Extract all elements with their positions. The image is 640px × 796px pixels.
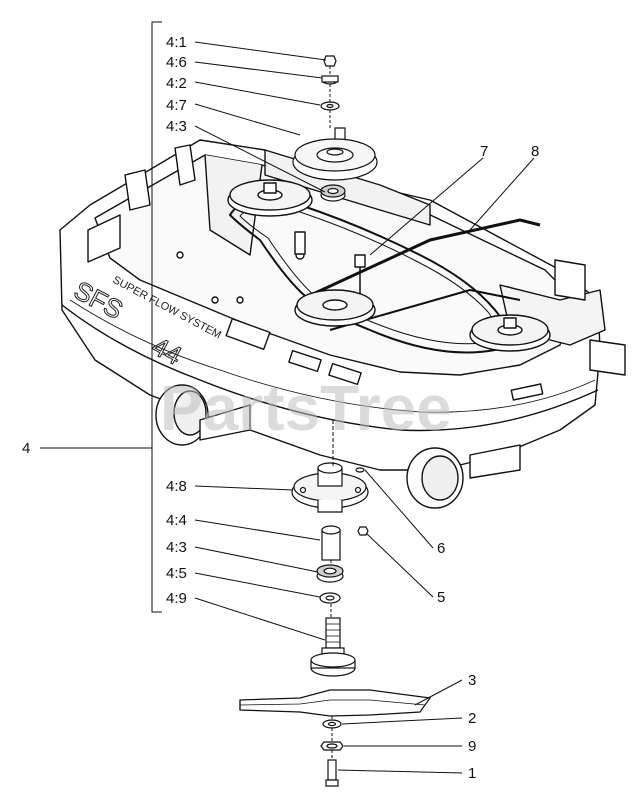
bottom-spindle-parts: [239, 462, 432, 787]
leader-lines: [40, 21, 535, 774]
callout-4-3-bottom: 4:3: [166, 539, 187, 556]
pulley-part: [292, 127, 378, 181]
locknut-part: [320, 741, 344, 751]
bearing-part: [320, 184, 346, 202]
callout-5: 5: [437, 589, 445, 606]
watermark: PartsTree: [160, 372, 452, 444]
callout-4-9: 4:9: [166, 590, 187, 607]
callout-3: 3: [468, 672, 476, 689]
callout-4-7: 4:7: [166, 97, 187, 114]
left-caster-wheel: [155, 384, 251, 446]
callout-4: 4: [22, 440, 30, 457]
callout-7: 7: [480, 143, 488, 160]
callout-1: 1: [468, 765, 476, 782]
callout-4-4: 4:4: [166, 512, 187, 529]
mower-deck: [59, 139, 626, 509]
callout-4-8: 4:8: [166, 478, 187, 495]
callout-4-1: 4:1: [166, 34, 187, 51]
spindle-shaft-part: [310, 617, 356, 677]
bearing-part: [316, 564, 344, 583]
spacer-part: [321, 525, 341, 561]
callout-2: 2: [468, 710, 476, 727]
callout-9: 9: [468, 738, 476, 755]
nut-part: [357, 526, 369, 536]
callout-8: 8: [531, 143, 539, 160]
callout-4-2: 4:2: [166, 75, 187, 92]
callout-labels: 4:1 4:6 4:2 4:7 4:3 7 8 4 4:8 4:4 4:3 4:…: [22, 34, 539, 782]
callout-4-6: 4:6: [166, 54, 187, 71]
spindle-housing-part: [291, 462, 369, 513]
blade-part: [239, 689, 432, 717]
callout-4-5: 4:5: [166, 565, 187, 582]
callout-6: 6: [437, 540, 445, 557]
right-caster-wheel: [406, 444, 521, 509]
nut-part: [323, 55, 337, 67]
bolt-part: [325, 759, 339, 787]
callout-4-3-top: 4:3: [166, 118, 187, 135]
washer-part: [355, 467, 365, 473]
